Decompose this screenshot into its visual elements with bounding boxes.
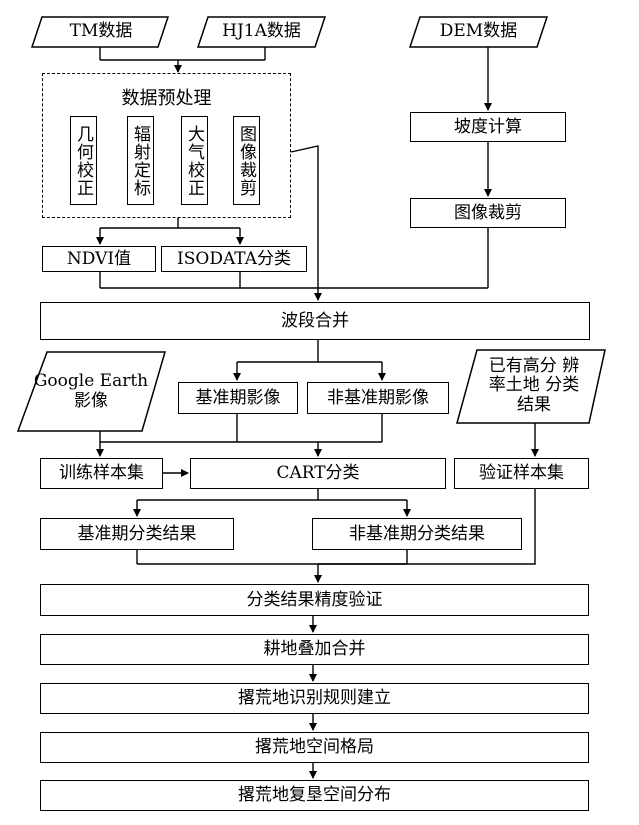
validation-sample-box: 验证样本集: [454, 458, 589, 489]
dem-data-label: DEM数据: [439, 21, 518, 42]
accuracy-validation-box: 分类结果精度验证: [40, 584, 589, 616]
image-clipping-box: 图像裁剪: [233, 116, 260, 205]
atmospheric-correction-box: 大气校正: [181, 116, 208, 205]
cropland-overlay-box: 耕地叠加合并: [40, 634, 589, 665]
hj1a-data-shape: [196, 16, 327, 48]
high-res-shape: [456, 349, 606, 424]
dem-data-shape: [408, 16, 549, 48]
preprocessing-group: [42, 73, 291, 218]
tm-data-shape: [30, 16, 170, 48]
tm-data-label: TM数据: [69, 21, 133, 42]
google-earth-label: Google Earth影像: [33, 371, 149, 411]
cart-classification-box: CART分类: [190, 458, 446, 489]
non-base-period-image-box: 非基准期影像: [307, 382, 449, 414]
slope-calculation-box: 坡度计算: [410, 112, 566, 142]
hj1a-data-label: HJ1A数据: [222, 21, 301, 42]
ndvi-box: NDVI值: [42, 246, 156, 272]
isodata-box: ISODATA分类: [161, 246, 307, 272]
base-period-image-box: 基准期影像: [178, 382, 298, 414]
high-res-label: 已有高分 辨率土地 分类结果: [488, 355, 580, 415]
radiometric-calibration-box: 辐射定标: [127, 116, 154, 205]
google-earth-shape: [16, 351, 166, 432]
abandonment-pattern-box: 撂荒地空间格局: [40, 732, 589, 763]
geometric-correction-box: 几何校正: [70, 116, 97, 205]
base-period-result-box: 基准期分类结果: [40, 518, 234, 550]
dem-image-clipping-box: 图像裁剪: [410, 198, 566, 228]
non-base-period-result-box: 非基准期分类结果: [312, 518, 522, 550]
reclamation-distribution-box: 撂荒地复垦空间分布: [40, 780, 589, 811]
abandonment-rules-box: 撂荒地识别规则建立: [40, 683, 589, 714]
training-sample-box: 训练样本集: [40, 458, 163, 489]
band-merge-box: 波段合并: [40, 302, 590, 340]
preprocessing-title: 数据预处理: [121, 88, 212, 109]
